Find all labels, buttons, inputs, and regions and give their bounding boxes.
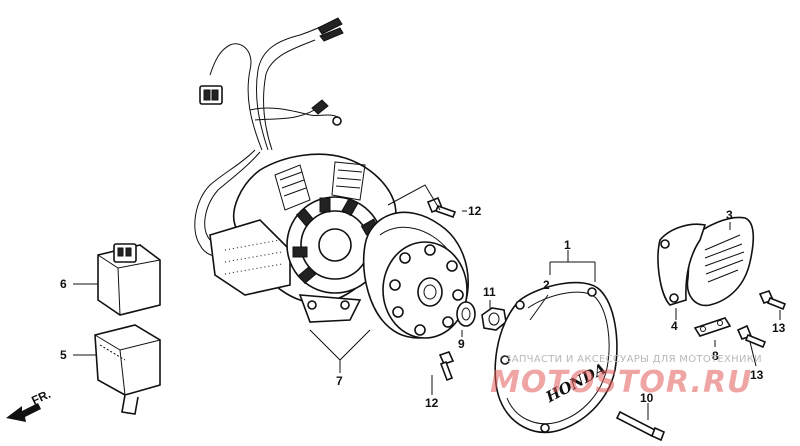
watermark-logo: MOTOSTOR.RU	[490, 365, 752, 400]
label-part-3: 3	[726, 208, 733, 222]
label-part-4: 4	[671, 319, 678, 333]
front-arrow-icon	[6, 403, 41, 422]
label-part-11: 11	[483, 285, 496, 299]
label-part-10: 10	[640, 391, 654, 405]
bolt-12-lower	[438, 351, 455, 382]
cdi-rubber-boot	[94, 324, 161, 415]
sprocket-cover	[686, 216, 755, 307]
label-part-5: 5	[60, 348, 67, 362]
wiring-harness	[194, 17, 344, 257]
plate-8	[693, 317, 732, 337]
label-part-12-lower: 12	[425, 396, 439, 410]
bolt-13-upper	[758, 290, 787, 311]
label-part-2: 2	[543, 278, 550, 292]
label-part-13-lower: 13	[750, 368, 764, 382]
label-part-6: 6	[60, 277, 67, 291]
washer	[456, 301, 476, 327]
bolt-10	[615, 410, 666, 442]
label-part-8: 8	[712, 349, 719, 363]
bolt-12-upper	[426, 196, 457, 219]
front-direction-label: FR.	[29, 387, 52, 408]
watermark: ЗАПЧАСТИ И АКСЕССУАРЫ ДЛЯ МОТОТЕХНИКИ MO…	[490, 354, 762, 400]
watermark-tagline: ЗАПЧАСТИ И АКСЕССУАРЫ ДЛЯ МОТОТЕХНИКИ	[505, 354, 762, 365]
label-part-13-upper: 13	[772, 321, 786, 335]
label-part-9: 9	[458, 337, 465, 351]
label-part-1: 1	[564, 238, 571, 252]
bolt-13-lower	[736, 324, 767, 349]
part-labels: 1 2 3 4 5 6 7 8 9 10 11 12 12 13 13	[60, 204, 786, 410]
cover-plate	[657, 223, 707, 306]
left-crankcase-cover: HONDA	[494, 281, 618, 434]
front-direction-indicator: FR.	[6, 387, 53, 422]
cdi-unit	[97, 243, 161, 316]
label-part-12-upper: 12	[468, 204, 482, 218]
stator-assembly	[209, 153, 397, 323]
flywheel-rotor	[362, 211, 469, 339]
leader-lines	[73, 184, 781, 420]
label-part-7: 7	[336, 374, 343, 388]
